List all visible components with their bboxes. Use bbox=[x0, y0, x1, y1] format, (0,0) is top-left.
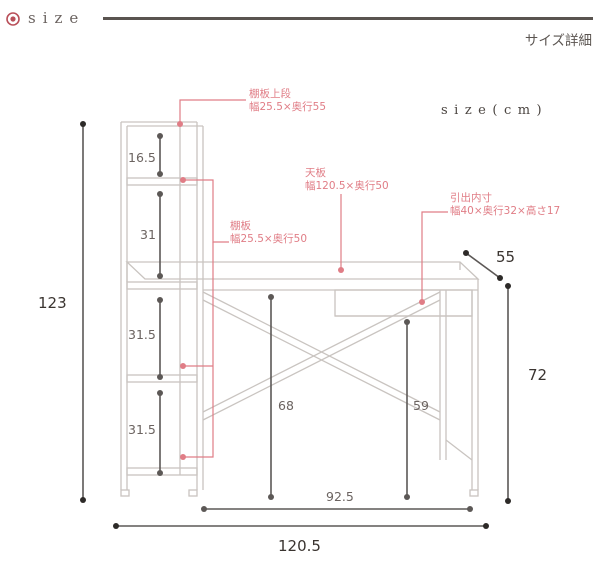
callout-top-board-name: 天板 bbox=[305, 167, 326, 179]
callout-leaders bbox=[177, 99, 448, 460]
callout-shelf: 棚板 幅25.5×奥行50 bbox=[230, 220, 307, 246]
target-icon bbox=[6, 12, 20, 26]
callout-drawer-size: 幅40×奥行32×高さ17 bbox=[450, 205, 561, 217]
dimension-lines bbox=[80, 121, 511, 529]
furniture-outline bbox=[120, 121, 480, 497]
section-title: size bbox=[28, 9, 86, 27]
dim-shelf-gap-4: 31.5 bbox=[128, 422, 156, 437]
dim-shelf-gap-2: 31 bbox=[140, 227, 156, 242]
dim-shelf-gap-3: 31.5 bbox=[128, 327, 156, 342]
unit-label: size(cm) bbox=[441, 103, 549, 118]
dim-knee-height-right: 59 bbox=[413, 398, 429, 413]
dim-inner-width: 92.5 bbox=[326, 489, 354, 504]
dim-depth: 55 bbox=[496, 248, 516, 266]
callout-drawer: 引出内寸 幅40×奥行32×高さ17 bbox=[450, 192, 560, 218]
dim-desk-height: 72 bbox=[528, 366, 548, 384]
dim-total-height: 123 bbox=[38, 294, 67, 312]
callout-top-shelf-name: 棚板上段 bbox=[249, 88, 291, 100]
dim-shelf-gap-1: 16.5 bbox=[128, 150, 156, 165]
callout-top-shelf: 棚板上段 幅25.5×奥行55 bbox=[249, 88, 326, 114]
header-divider bbox=[103, 17, 593, 20]
dim-knee-height-left: 68 bbox=[278, 398, 294, 413]
callout-shelf-name: 棚板 bbox=[230, 220, 251, 232]
callout-top-board: 天板 幅120.5×奥行50 bbox=[305, 167, 389, 193]
callout-top-board-size: 幅120.5×奥行50 bbox=[305, 180, 389, 192]
callout-top-shelf-size: 幅25.5×奥行55 bbox=[249, 101, 327, 113]
dim-total-width: 120.5 bbox=[278, 537, 321, 555]
section-subtitle: サイズ詳細 bbox=[524, 33, 592, 49]
callout-shelf-size: 幅25.5×奥行50 bbox=[230, 233, 308, 245]
callout-drawer-name: 引出内寸 bbox=[450, 192, 492, 204]
